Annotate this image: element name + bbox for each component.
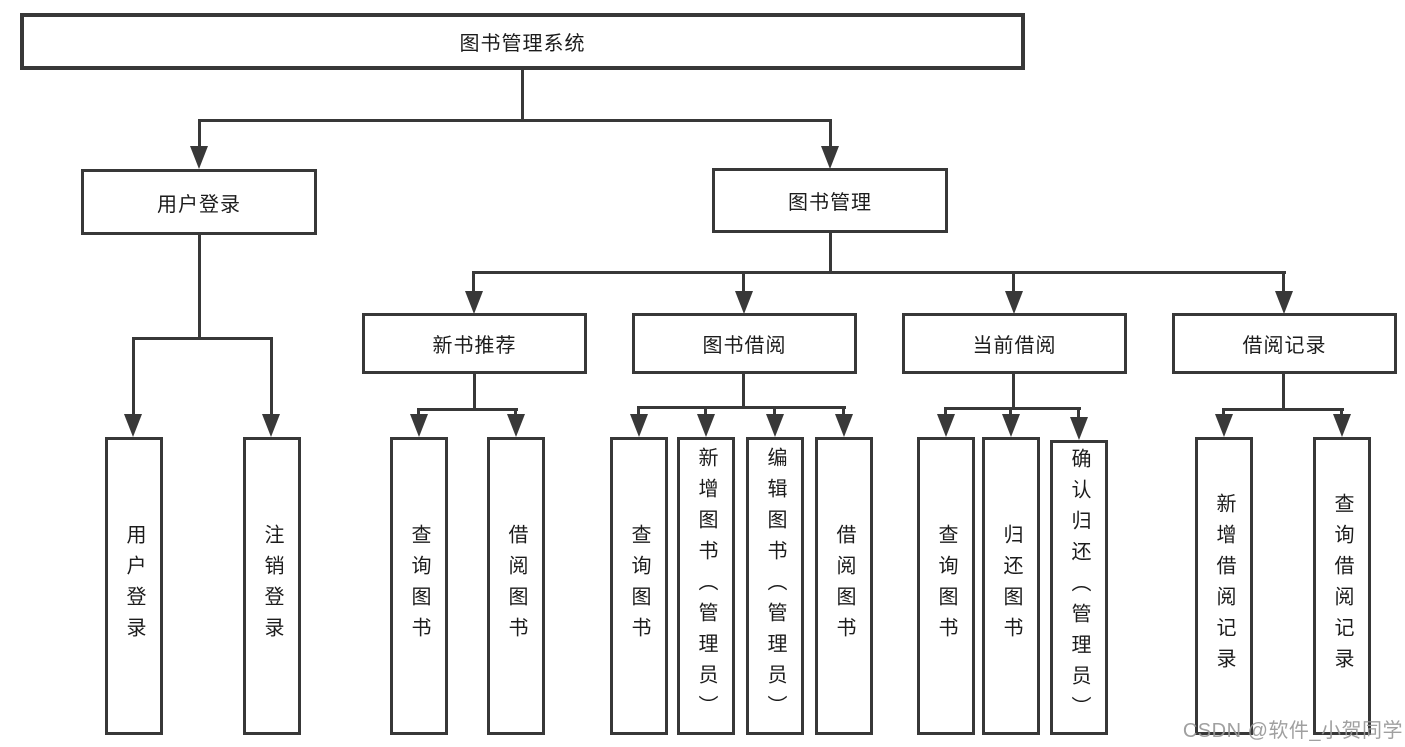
leaf-confirm-return-admin: 确认归还（管理员） xyxy=(1050,440,1108,735)
arrow-down-icon xyxy=(465,291,483,314)
connector-vline xyxy=(521,70,524,119)
arrow-down-icon xyxy=(697,414,715,437)
arrow-down-icon xyxy=(124,414,142,437)
arrow-down-icon xyxy=(262,414,280,437)
leaf-return-books: 归还图书 xyxy=(982,437,1040,735)
arrow-down-icon xyxy=(937,414,955,437)
connector-vline xyxy=(1077,407,1080,418)
connector-vline xyxy=(198,119,201,147)
leaf-user-login-label: 用户登录 xyxy=(123,524,145,648)
leaf-query-borrow-record: 查询借阅记录 xyxy=(1313,437,1371,735)
arrow-down-icon xyxy=(410,414,428,437)
connector-vline xyxy=(1012,374,1015,407)
connector-vline xyxy=(944,407,947,415)
arrow-down-icon xyxy=(835,414,853,437)
arrow-down-icon xyxy=(630,414,648,437)
connector-hline xyxy=(132,337,273,340)
leaf-query-books-2-label: 查询图书 xyxy=(628,524,650,648)
connector-vline xyxy=(1012,271,1015,291)
node-borrowing-records: 借阅记录 xyxy=(1172,313,1397,374)
connector-vline xyxy=(829,119,832,147)
leaf-query-borrow-record-label: 查询借阅记录 xyxy=(1331,493,1353,679)
connector-hline xyxy=(1222,408,1344,411)
connector-hline xyxy=(473,271,1286,274)
leaf-edit-book-admin-label: 编辑图书（管理员） xyxy=(764,446,786,726)
arrow-down-icon xyxy=(1005,291,1023,314)
leaf-user-login: 用户登录 xyxy=(105,437,163,735)
connector-vline xyxy=(1282,271,1285,291)
leaf-edit-book-admin: 编辑图书（管理员） xyxy=(746,437,804,735)
connector-vline xyxy=(829,233,832,271)
leaf-add-book-admin: 新增图书（管理员） xyxy=(677,437,735,735)
node-root: 图书管理系统 xyxy=(20,13,1025,70)
node-user-login: 用户登录 xyxy=(81,169,317,235)
connector-hline xyxy=(637,406,846,409)
leaf-borrow-books-1: 借阅图书 xyxy=(487,437,545,735)
node-book-management-label: 图书管理 xyxy=(788,192,872,214)
node-book-management: 图书管理 xyxy=(712,168,948,233)
connector-vline xyxy=(773,406,776,415)
connector-vline xyxy=(1340,408,1343,415)
node-book-borrowing: 图书借阅 xyxy=(632,313,857,374)
leaf-query-books-3: 查询图书 xyxy=(917,437,975,735)
arrow-down-icon xyxy=(507,414,525,437)
csdn-watermark: CSDN @软件_小贺同学 xyxy=(1182,720,1403,742)
arrow-down-icon xyxy=(821,146,839,169)
leaf-return-books-label: 归还图书 xyxy=(1000,524,1022,648)
arrow-down-icon xyxy=(1215,414,1233,437)
leaf-borrow-books-2-label: 借阅图书 xyxy=(833,524,855,648)
connector-vline xyxy=(742,374,745,406)
arrow-down-icon xyxy=(735,291,753,314)
connector-vline xyxy=(473,374,476,408)
connector-vline xyxy=(704,406,707,415)
node-current-borrowing-label: 当前借阅 xyxy=(972,335,1057,357)
leaf-add-book-admin-label: 新增图书（管理员） xyxy=(695,446,717,726)
node-book-borrowing-label: 图书借阅 xyxy=(702,335,787,357)
node-new-book-recommend-label: 新书推荐 xyxy=(432,335,517,357)
connector-vline xyxy=(514,408,517,415)
arrow-down-icon xyxy=(1275,291,1293,314)
node-user-login-label: 用户登录 xyxy=(157,193,241,216)
arrow-down-icon xyxy=(190,146,208,169)
arrow-down-icon xyxy=(766,414,784,437)
leaf-query-books-2: 查询图书 xyxy=(610,437,668,735)
leaf-query-books-1: 查询图书 xyxy=(390,437,448,735)
leaf-borrow-books-1-label: 借阅图书 xyxy=(505,524,527,648)
connector-vline xyxy=(472,271,475,291)
connector-hline xyxy=(198,119,832,122)
arrow-down-icon xyxy=(1070,417,1088,440)
node-root-label: 图书管理系统 xyxy=(459,33,586,55)
leaf-confirm-return-admin-label: 确认归还（管理员） xyxy=(1068,448,1090,727)
connector-vline xyxy=(637,406,640,415)
node-current-borrowing: 当前借阅 xyxy=(902,313,1127,374)
leaf-borrow-books-2: 借阅图书 xyxy=(815,437,873,735)
arrow-down-icon xyxy=(1333,414,1351,437)
connector-vline xyxy=(1009,407,1012,415)
node-borrowing-records-label: 借阅记录 xyxy=(1242,335,1327,357)
connector-vline xyxy=(842,406,845,415)
connector-vline xyxy=(1222,408,1225,415)
leaf-add-borrow-record-label: 新增借阅记录 xyxy=(1213,493,1235,679)
leaf-add-borrow-record: 新增借阅记录 xyxy=(1195,437,1253,735)
arrow-down-icon xyxy=(1002,414,1020,437)
connector-hline xyxy=(417,408,518,411)
node-new-book-recommend: 新书推荐 xyxy=(362,313,587,374)
connector-vline xyxy=(1282,374,1285,408)
connector-hline xyxy=(944,407,1081,410)
connector-vline xyxy=(198,235,201,337)
leaf-query-books-3-label: 查询图书 xyxy=(935,524,957,648)
leaf-logout: 注销登录 xyxy=(243,437,301,735)
connector-vline xyxy=(132,337,135,415)
connector-vline xyxy=(417,408,420,415)
leaf-logout-label: 注销登录 xyxy=(261,524,283,648)
leaf-query-books-1-label: 查询图书 xyxy=(408,524,430,648)
connector-vline xyxy=(742,271,745,291)
connector-vline xyxy=(270,337,273,415)
